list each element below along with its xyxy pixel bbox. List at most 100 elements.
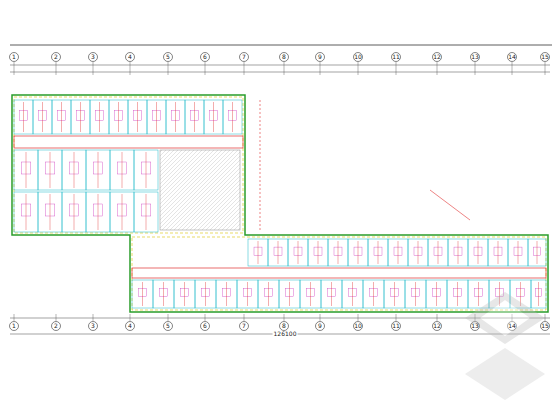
pipe-branch — [373, 282, 374, 306]
axis-tick — [545, 62, 546, 75]
pipe-branch — [394, 282, 395, 306]
room-partition — [86, 150, 110, 190]
room-partition — [71, 100, 90, 134]
pipe-branch — [122, 194, 123, 230]
room-partition — [368, 239, 388, 266]
corridor-duct — [132, 268, 546, 278]
axis-number: 15 — [541, 323, 549, 329]
pipe-branch — [137, 102, 138, 132]
axis-tick — [320, 62, 321, 75]
room-partition — [132, 280, 153, 308]
pipe-branch — [352, 282, 353, 306]
pipe-branch — [98, 152, 99, 188]
room-partition — [90, 100, 109, 134]
pipe-branch — [298, 241, 299, 264]
pipe-branch — [338, 241, 339, 264]
pipe-branch — [74, 194, 75, 230]
room-partition — [216, 280, 237, 308]
axis-number: 7 — [242, 54, 246, 60]
pipe-branch — [498, 241, 499, 264]
axis-bubble — [433, 322, 442, 331]
pipe-branch — [537, 241, 538, 264]
axis-bubble — [392, 322, 401, 331]
axis-number: 2 — [54, 323, 58, 329]
axis-number: 10 — [354, 323, 362, 329]
axis-bubble — [354, 322, 363, 331]
room-partition — [33, 100, 52, 134]
room-partition — [166, 100, 185, 134]
frame-line — [10, 45, 552, 46]
axis-bubble — [126, 53, 135, 62]
leader-line — [430, 190, 470, 220]
axis-bubble — [354, 53, 363, 62]
axis-number: 14 — [508, 323, 516, 329]
room-partition — [153, 280, 174, 308]
room-partition — [86, 192, 110, 232]
room-partition — [388, 239, 408, 266]
room-partition — [268, 239, 288, 266]
pipe-branch — [156, 102, 157, 132]
wall-line — [132, 237, 546, 310]
axis-bubble — [316, 322, 325, 331]
pipe-branch — [175, 102, 176, 132]
pipe-branch — [226, 282, 227, 306]
axis-tick — [93, 62, 94, 75]
axis-tick — [396, 314, 397, 321]
axis-tick — [437, 62, 438, 75]
axis-number: 15 — [541, 54, 549, 60]
axis-number: 12 — [433, 54, 441, 60]
room-partition — [508, 239, 528, 266]
axis-number: 8 — [282, 54, 286, 60]
axis-number: 6 — [203, 54, 207, 60]
axis-tick — [320, 314, 321, 321]
axis-bubble — [89, 53, 98, 62]
dimension-line — [10, 65, 550, 66]
axis-number: 1 — [12, 323, 16, 329]
pipe-branch — [358, 241, 359, 264]
pipe-branch — [378, 241, 379, 264]
room-partition — [134, 150, 158, 190]
pipe-branch — [247, 282, 248, 306]
pipe-branch — [99, 102, 100, 132]
pipe-branch — [258, 241, 259, 264]
corridor-duct — [14, 136, 243, 148]
pipe-branch — [415, 282, 416, 306]
room-partition — [408, 239, 428, 266]
axis-bubble — [10, 53, 19, 62]
axis-number: 12 — [433, 323, 441, 329]
axis-bubble — [541, 322, 550, 331]
room-partition — [426, 280, 447, 308]
pipe-branch — [478, 241, 479, 264]
pipe-branch — [331, 282, 332, 306]
axis-number: 11 — [392, 54, 400, 60]
pipe-branch — [232, 102, 233, 132]
room-partition — [195, 280, 216, 308]
pipe-branch — [98, 194, 99, 230]
axis-number: 6 — [203, 323, 207, 329]
axis-number: 4 — [128, 54, 132, 60]
axis-tick — [244, 314, 245, 321]
axis-bubble — [280, 322, 289, 331]
axis-tick — [358, 314, 359, 321]
pipe-branch — [163, 282, 164, 306]
axis-bubble — [126, 322, 135, 331]
pipe-branch — [538, 282, 539, 306]
axis-number: 4 — [128, 323, 132, 329]
room-partition — [448, 239, 468, 266]
axis-bubble — [52, 322, 61, 331]
axis-tick — [545, 314, 546, 321]
room-partition — [109, 100, 128, 134]
room-partition — [38, 150, 62, 190]
pipe-branch — [61, 102, 62, 132]
room-partition — [52, 100, 71, 134]
dimension-text: 126100 — [273, 331, 298, 337]
pipe-branch — [457, 282, 458, 306]
pipe-branch — [518, 241, 519, 264]
room-partition — [288, 239, 308, 266]
pipe-branch — [184, 282, 185, 306]
pipe-branch — [289, 282, 290, 306]
axis-tick — [56, 62, 57, 75]
room-partition — [321, 280, 342, 308]
pipe-line — [260, 100, 261, 230]
